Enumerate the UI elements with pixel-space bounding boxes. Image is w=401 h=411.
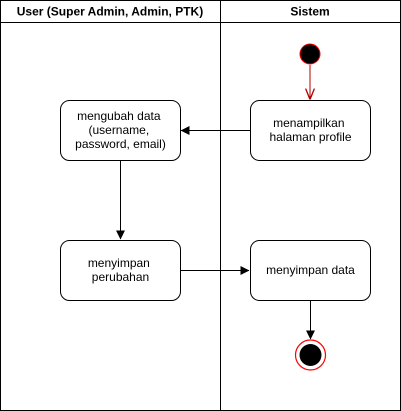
activity-save-data-box: [250, 240, 371, 301]
activity-save-data-label: menyimpan data: [266, 263, 355, 277]
final-node: [294, 339, 327, 371]
svg-text:menyimpan perubahan: menyimpan perubahan: [88, 256, 153, 284]
activity-show-profile: menampilkan halaman profile: [250, 100, 371, 161]
activity-show-profile-line-2: halaman profile: [269, 130, 351, 144]
activity-edit-data-line-1: mengubah data: [77, 109, 161, 123]
activity-edit-data-line-2: (username,: [88, 123, 149, 137]
activity-edit-data-box: [60, 100, 181, 161]
activity-show-profile-box: [250, 100, 371, 161]
activity-edit-data-line-3: password, email): [75, 137, 166, 151]
activity-save-changes-box: [60, 240, 181, 301]
activity-show-profile-line-1: menampilkan: [273, 116, 344, 130]
activity-save-data: menyimpan data: [250, 240, 371, 301]
lane-title-sistem: Sistem: [290, 5, 329, 19]
activity-edit-data: mengubah data (username, password, email…: [60, 100, 181, 161]
activity-save-changes: menyimpan perubahan: [60, 240, 181, 301]
lane-title-user: User (Super Admin, Admin, PTK): [17, 5, 203, 19]
svg-text:mengubah data (username,: mengubah data (username, password, email…: [75, 109, 166, 151]
svg-text:menampilkan halaman prof: menampilkan halaman profile: [269, 116, 351, 144]
activity-save-changes-line-2: perubahan: [92, 270, 149, 284]
final-node-core: [299, 344, 322, 366]
activity-save-changes-line-1: menyimpan: [88, 256, 150, 270]
initial-node: [299, 43, 321, 65]
